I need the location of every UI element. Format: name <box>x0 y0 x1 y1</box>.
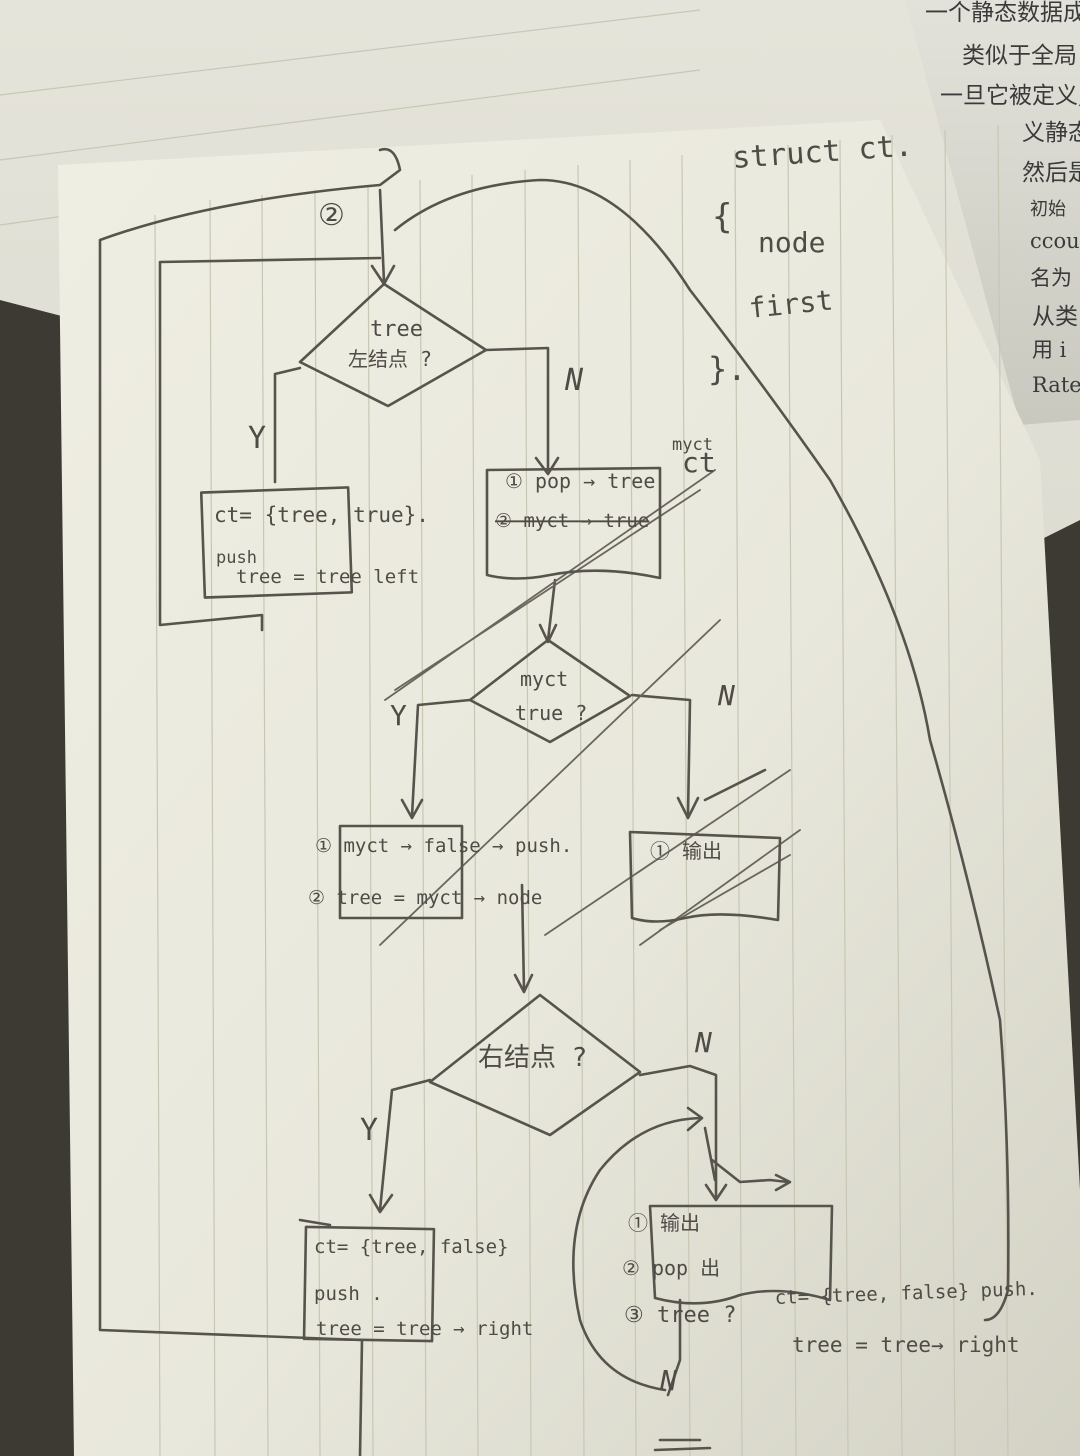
struct-open-brace: { <box>712 197 732 237</box>
box2-line2: ② myct → true <box>495 510 649 532</box>
box-output-right <box>648 1204 834 1305</box>
box6-line2: ② pop 出 <box>622 1256 720 1280</box>
box-pop <box>485 466 662 580</box>
book-line-7: ccou <box>1030 229 1080 253</box>
box3-line2: ② tree = myct → node <box>308 887 542 909</box>
label-y-3: Y <box>360 1113 378 1148</box>
box3-line1: ① myct → false → push. <box>315 835 572 857</box>
box-push-left <box>199 486 354 599</box>
decision2-line1: myct <box>520 667 568 691</box>
decision-myct-true <box>468 638 632 744</box>
loop-marker: ② <box>318 198 345 233</box>
book-line-4: 义静态 <box>1022 120 1080 146</box>
box5-line1: ct= {tree, false} <box>314 1236 508 1258</box>
label-n-4: N <box>659 1364 677 1397</box>
struct-definition: struct ct. { node first }. <box>708 128 914 388</box>
book-line-10: 用 i <box>1032 338 1067 362</box>
label-n-1: N <box>564 363 584 398</box>
box-myct-false <box>338 824 464 920</box>
decision-left-node <box>298 282 488 408</box>
label-n-3: N <box>694 1026 712 1059</box>
flow-connectors <box>98 147 1010 1456</box>
book-line-5: 然后是 <box>1022 160 1080 186</box>
ruled-lines <box>154 124 1009 1456</box>
note-paper <box>58 120 1080 1456</box>
decision1-line1: tree <box>370 317 423 342</box>
box1-line2: push <box>216 548 257 568</box>
box6-assign: tree = tree→ right <box>792 1333 1020 1357</box>
flow-text: ② tree 左结点 ? Y N ct= {tree, true}. push … <box>214 198 1038 1397</box>
box5-line2: push . <box>314 1283 383 1305</box>
book-line-1: 一个静态数据成 <box>925 0 1080 26</box>
book-line-9: 从类 <box>1032 304 1078 330</box>
book-line-2: 类似于全局 <box>962 43 1077 69</box>
book-line-11: Rate <box>1032 373 1080 397</box>
book-page: 一个静态数据成 类似于全局 一旦它被定义, 义静态 然后是 初始 ccou 名为… <box>905 0 1080 425</box>
book-line-6: 初始 <box>1030 199 1066 220</box>
decision3-line1: 右结点 ? <box>478 1043 587 1073</box>
box1-line3: tree = tree left <box>236 566 419 588</box>
box-output-left <box>628 830 782 923</box>
box2-line1: ① pop → tree <box>505 469 655 493</box>
struct-field-node: node <box>758 226 825 259</box>
label-y-2: Y <box>390 699 407 732</box>
label-y-1: Y <box>248 421 266 456</box>
decision-right-node <box>428 993 642 1137</box>
book-line-3: 一旦它被定义, <box>940 83 1080 109</box>
box6-line3: ③ tree ? <box>624 1303 736 1328</box>
box-push-right <box>302 1225 436 1343</box>
box2-corner-ct: ct <box>682 446 716 479</box>
box4-line1: ① 输出 <box>650 839 722 863</box>
box6-line1: ① 输出 <box>628 1211 700 1235</box>
label-n-2: N <box>717 679 735 712</box>
decision1-line2: 左结点 ? <box>348 347 432 371</box>
box2-corner: myct <box>672 435 713 455</box>
box5-line3: tree = tree → right <box>316 1318 533 1340</box>
decision2-line2: true ? <box>515 701 587 725</box>
book-line-8: 名为 <box>1030 266 1072 290</box>
flow-shapes <box>199 282 834 1343</box>
box1-line1: ct= {tree, true}. <box>214 503 429 527</box>
